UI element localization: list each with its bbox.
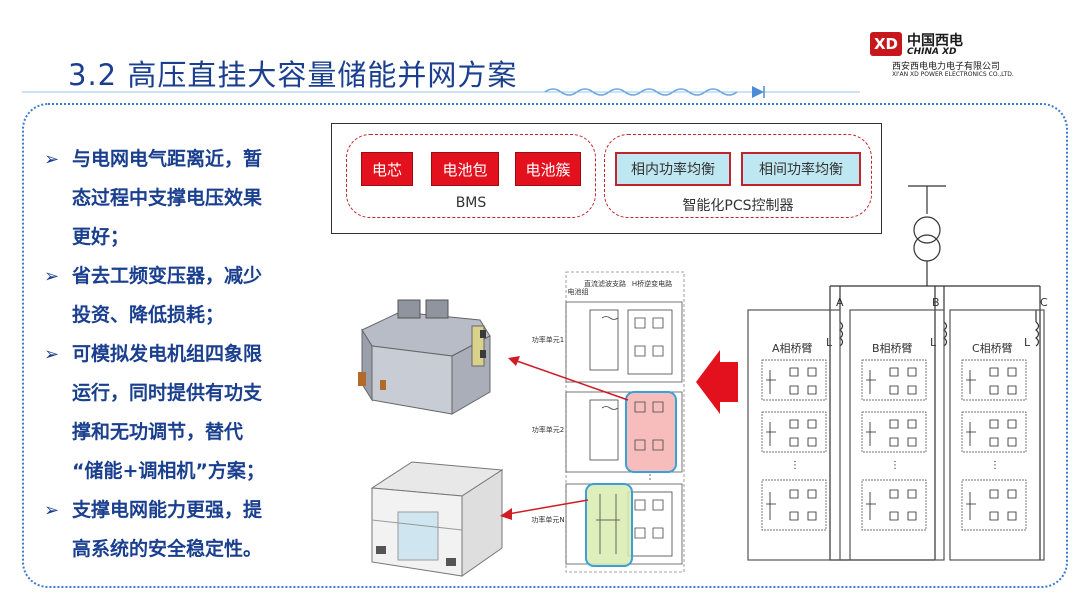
bullet-arrow-icon: ➢	[44, 344, 60, 365]
bullet-arrow-icon: ➢	[44, 149, 60, 170]
slide-title: 3.2 高压直挂大容量储能并网方案	[68, 58, 518, 92]
bullet-line: 运行，同时提供有功支	[44, 374, 324, 413]
bullet-text: 撑和无功调节，替代	[72, 421, 244, 443]
bullet-text: 高系统的安全稳定性。	[72, 538, 263, 560]
bullet-text: 更好；	[72, 226, 130, 248]
bullet-line: 投资、降低损耗；	[44, 296, 324, 335]
bullet-text: 与电网电气距离近，暂	[72, 148, 263, 170]
bullet-text: 省去工频变压器，减少	[72, 265, 263, 287]
bullet-line: 高系统的安全稳定性。	[44, 530, 324, 569]
bullet-text: 支撑电网能力更强，提	[72, 499, 263, 521]
bullet-arrow-icon: ➢	[44, 266, 60, 287]
bullet-list: ➢ 与电网电气距离近，暂态过程中支撑电压效果更好； ➢ 省去工频变压器，减少投资、降低…	[44, 140, 324, 569]
bullet-line: “储能+调相机”方案；	[44, 452, 324, 491]
control-block: 电芯 电池包 电池簇 BMS 相内功率均衡 相间功率均衡 智能化PCS控制器	[331, 123, 882, 234]
bms-item-cluster: 电池簇	[515, 152, 581, 186]
logo-name-en: CHINA XD	[907, 47, 957, 57]
bms-item-pack: 电池包	[431, 152, 499, 186]
pcs-item-inter-phase: 相间功率均衡	[741, 152, 861, 186]
bullet-text: “储能+调相机”方案；	[72, 460, 265, 482]
bullet-arrow-icon: ➢	[44, 500, 60, 521]
bms-label: BMS	[455, 195, 487, 211]
bullet-line: ➢ 可模拟发电机组四象限	[44, 335, 324, 374]
bullet-text: 态过程中支撑电压效果	[72, 187, 263, 209]
logo-name-cn: 中国西电	[907, 33, 963, 49]
bullet-line: 更好；	[44, 218, 324, 257]
bullet-line: ➢ 省去工频变压器，减少	[44, 257, 324, 296]
bms-item-cell: 电芯	[361, 152, 413, 186]
bullet-text: 投资、降低损耗；	[72, 304, 225, 326]
pcs-group: 相内功率均衡 相间功率均衡 智能化PCS控制器	[604, 134, 872, 218]
company-logo: XD 中国西电 CHINA XD 西安西电电力电子有限公司 XI'AN XD P…	[870, 30, 1070, 80]
pcs-item-intra-phase: 相内功率均衡	[615, 152, 731, 186]
bullet-line: 态过程中支撑电压效果	[44, 179, 324, 218]
logo-mark: XD	[870, 32, 902, 56]
logo-company-en: XI'AN XD POWER ELECTRONICS CO.,LTD.	[892, 71, 1014, 78]
bullet-line: 撑和无功调节，替代	[44, 413, 324, 452]
bullet-text: 可模拟发电机组四象限	[72, 343, 263, 365]
bullet-line: ➢ 支撑电网能力更强，提	[44, 491, 324, 530]
bullet-line: ➢ 与电网电气距离近，暂	[44, 140, 324, 179]
pcs-label: 智能化PCS控制器	[682, 198, 794, 214]
bms-group: 电芯 电池包 电池簇 BMS	[346, 134, 596, 218]
bullet-text: 运行，同时提供有功支	[72, 382, 263, 404]
logo-company-cn: 西安西电电力电子有限公司	[892, 62, 1001, 72]
